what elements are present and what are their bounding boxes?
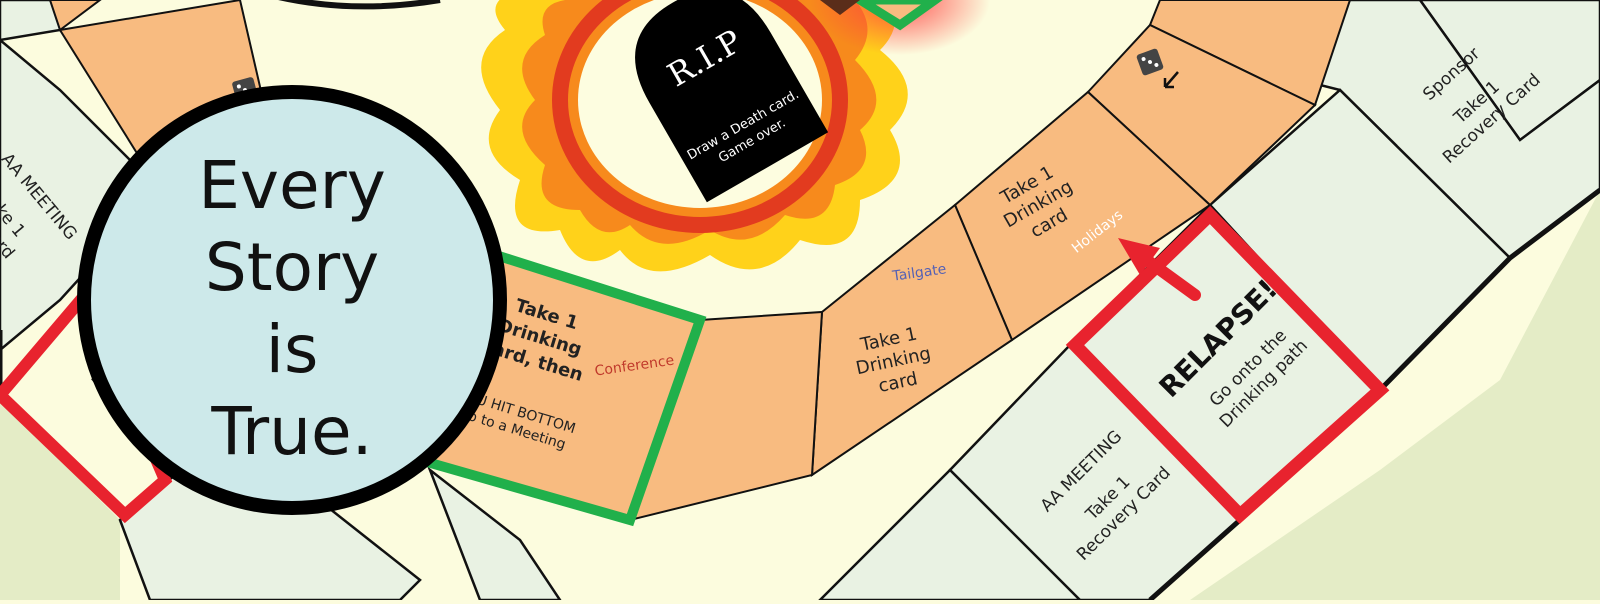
outer-region-left bbox=[0, 400, 120, 600]
tombstone-shape bbox=[635, 0, 829, 203]
dice-icon bbox=[1136, 48, 1164, 76]
relapse-arrow-icon bbox=[1118, 238, 1201, 301]
rip-tombstone[interactable]: R.I.P Draw a Death card. Game over. bbox=[612, 0, 829, 203]
drinking-space-left-corner[interactable] bbox=[48, 0, 102, 32]
title-line1: Every bbox=[198, 147, 386, 224]
conference-green-top bbox=[851, 0, 943, 31]
title-line4: True. bbox=[210, 393, 372, 470]
title-circle bbox=[77, 85, 507, 515]
title-line2: Story bbox=[205, 229, 379, 306]
every-story-circle: Every Story is True. bbox=[77, 85, 507, 515]
outer-region-right bbox=[1190, 190, 1600, 600]
recovery-space-sponsor[interactable] bbox=[1318, 0, 1600, 260]
relapse-frame bbox=[1065, 205, 1390, 525]
tailgate-label: Tailgate bbox=[891, 261, 948, 285]
arrow-icon bbox=[1163, 71, 1179, 89]
top-curve-fragment bbox=[278, 0, 441, 10]
title-line3: is bbox=[266, 311, 319, 388]
dark-path-fragment bbox=[820, 0, 860, 15]
drinking-path bbox=[48, 0, 1352, 522]
